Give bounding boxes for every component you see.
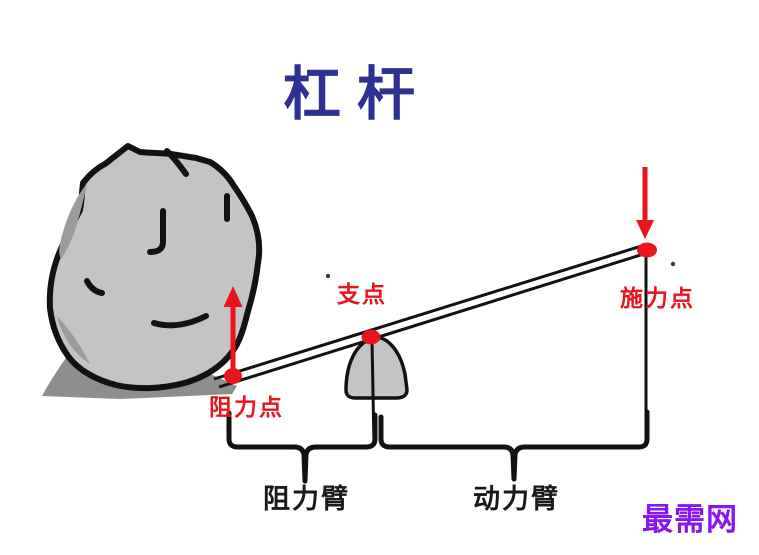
- resistance-point-dot: [224, 368, 242, 384]
- speck-dot-right: [670, 261, 676, 267]
- watermark: 最需网: [642, 502, 738, 537]
- fulcrum-point-dot: [361, 329, 381, 345]
- lever-bar: [213, 242, 652, 389]
- resistance-arm-label: 阻力臂: [263, 484, 350, 514]
- effort-arm-brace: [378, 409, 650, 482]
- rock-crack-top-diagonal: [164, 148, 189, 177]
- fulcrum-label: 支点: [337, 281, 387, 307]
- effort-force-arrow-down: [636, 167, 654, 239]
- resistance-point-label: 阻力点: [209, 394, 284, 420]
- effort-point-label: 施力点: [620, 285, 695, 311]
- rock-shade-lower: [57, 316, 90, 364]
- effort-point-dot: [637, 242, 657, 258]
- rock-shade-upper: [59, 183, 87, 259]
- fulcrum-dome: [344, 335, 409, 400]
- diagram-title: 杠杆: [283, 62, 432, 127]
- rock-crack-small: [84, 278, 105, 296]
- speck-dot-left: [325, 273, 331, 279]
- rock-crack-j: [147, 208, 166, 255]
- resistance-force-arrow-up: [223, 286, 243, 372]
- resistance-arm-brace: [226, 410, 378, 484]
- effort-arm-label: 动力臂: [473, 484, 560, 514]
- rock-crack-bottom: [151, 313, 209, 329]
